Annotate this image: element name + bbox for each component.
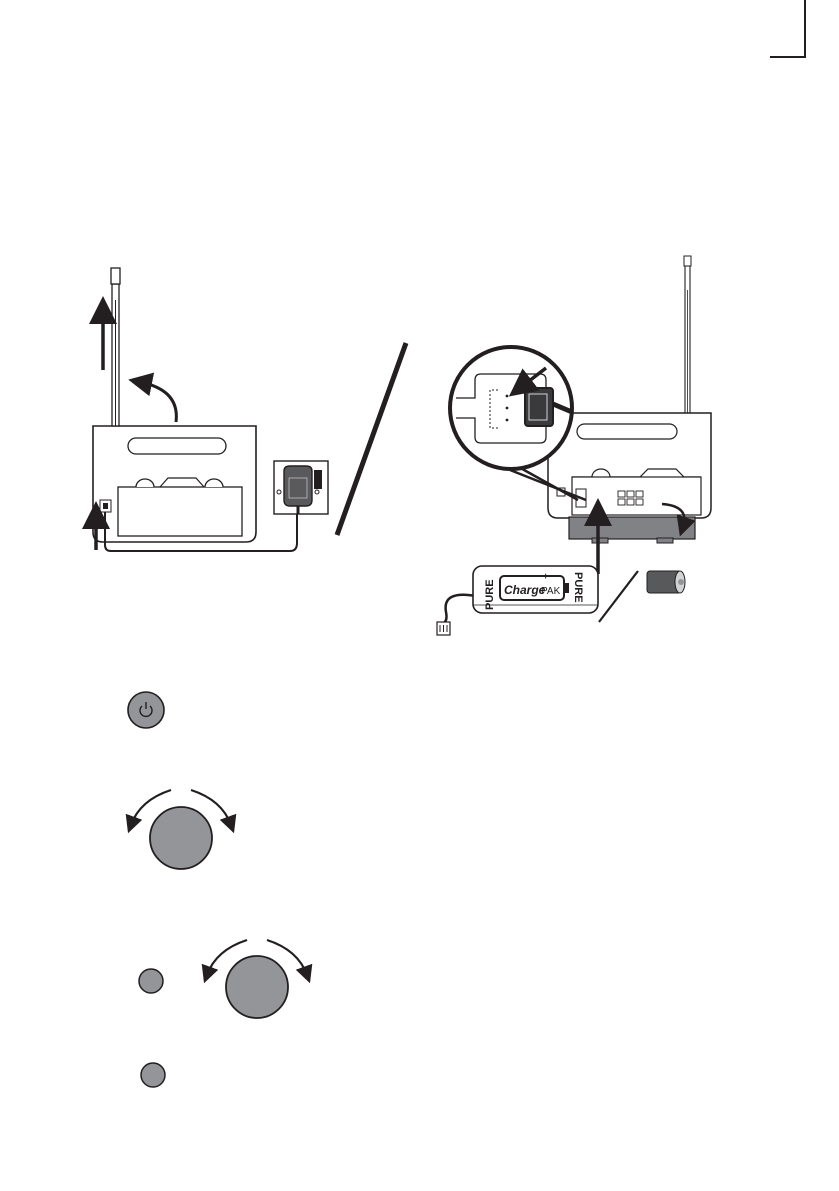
or-divider-slash (337, 343, 406, 535)
small-button-b[interactable] (141, 1063, 165, 1087)
radio-rear-left (93, 268, 297, 551)
crop-mark (770, 0, 805, 57)
small-button-a[interactable] (139, 969, 163, 993)
svg-text:+: + (543, 571, 548, 581)
battery-label-pak: PAK (541, 586, 561, 597)
antenna-rotate-arrow-icon (140, 382, 176, 422)
rotary-knob-lower[interactable] (207, 940, 307, 1018)
battery-cover (569, 517, 695, 539)
aa-battery-cell (647, 571, 685, 593)
rotary-knob-upper[interactable] (131, 790, 231, 869)
wall-socket-adapter (274, 461, 328, 514)
power-button[interactable] (128, 692, 164, 728)
battery-label-charge: Charge (504, 583, 546, 597)
or-divider-slash-small (599, 571, 638, 622)
chargepak-battery: Charge PAK + PURE PURE (437, 566, 598, 635)
battery-brand-right: PURE (572, 572, 584, 603)
battery-brand-left: PURE (484, 579, 496, 610)
